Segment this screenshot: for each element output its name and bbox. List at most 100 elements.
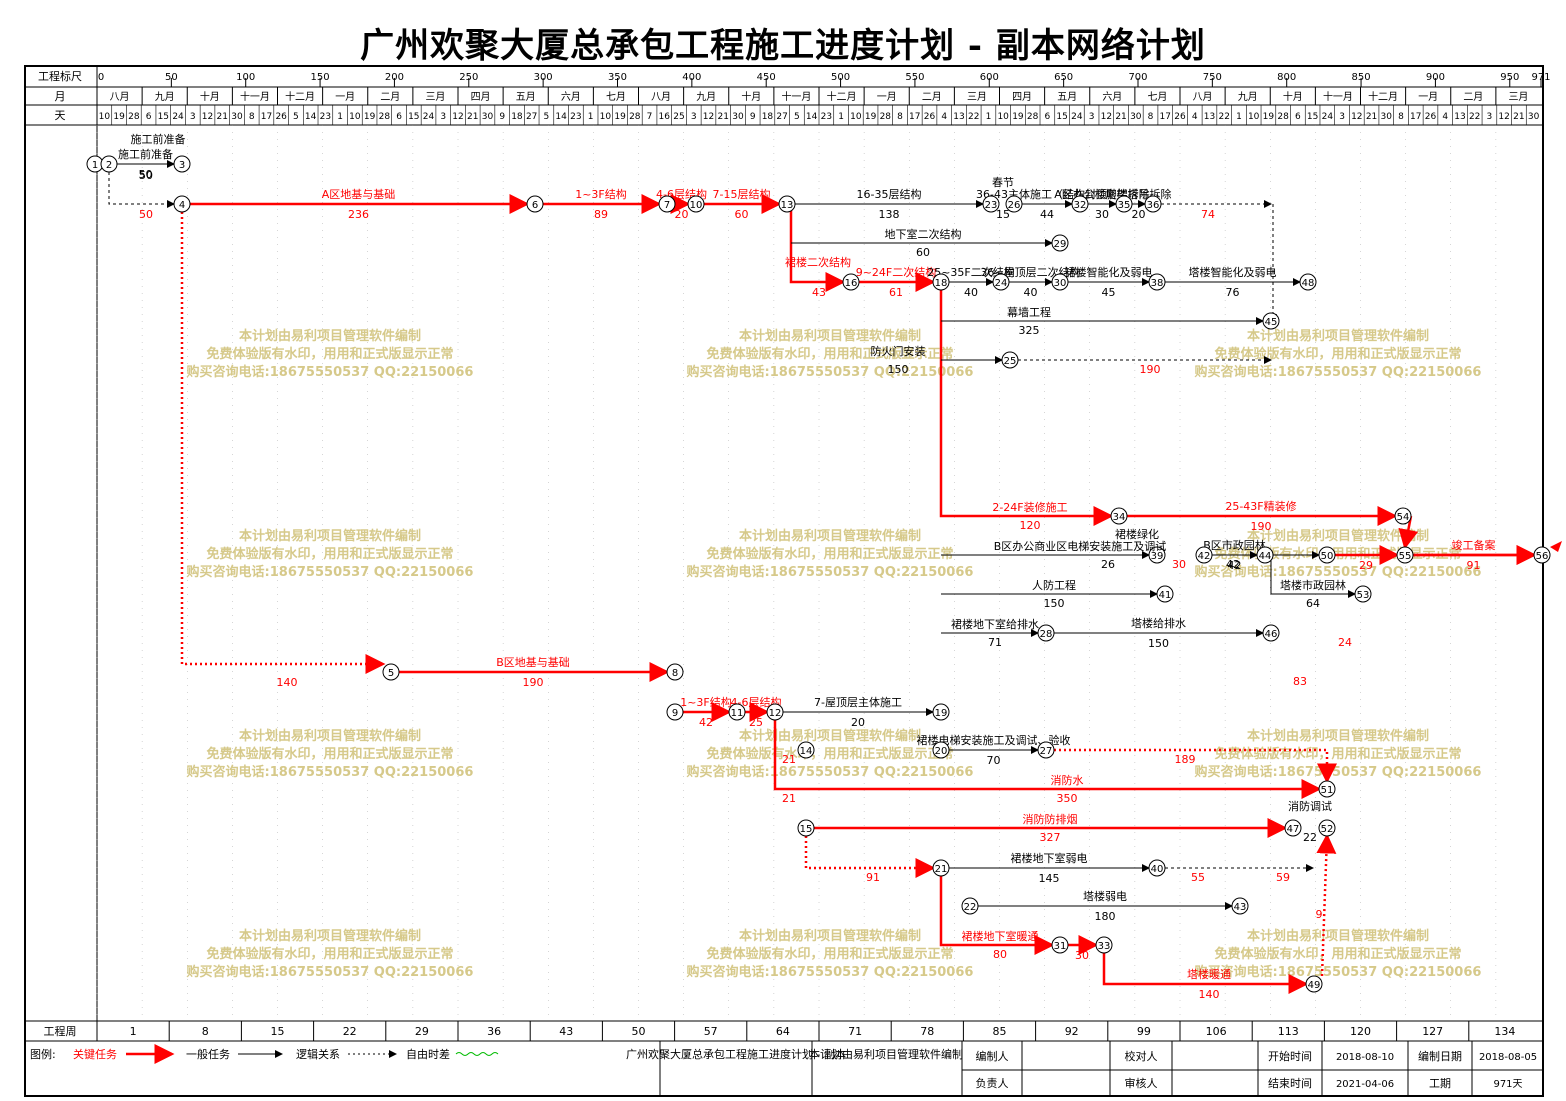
watermark-text: 购买咨询电话:18675550537 QQ:22150066	[1195, 964, 1482, 980]
legend-normal-text: 一般任务	[186, 1048, 230, 1061]
node-36	[1144, 195, 1162, 213]
link-duration: 20	[1132, 208, 1146, 221]
day-label-cell: 6	[146, 112, 152, 122]
day-label-cell: 19	[364, 112, 376, 122]
link-connector	[939, 876, 1055, 955]
annotation-label: 消防防排烟	[1023, 812, 1078, 826]
month-label-cell: 十月	[741, 90, 761, 103]
node-46	[1262, 624, 1280, 642]
annotation-label: 裙楼地下室暖通	[962, 929, 1039, 943]
label-layer: 施工前准备5050140地下室二次结构60裙楼二次结构43幕墙工程325防火门安…	[131, 132, 1562, 961]
scale-tick-label: 350	[608, 72, 627, 83]
week-cell: 50	[632, 1025, 646, 1038]
node-51	[1318, 780, 1336, 798]
link-label: B区地基与基础	[496, 656, 570, 669]
annotation-label: 裙楼二次结构	[785, 255, 851, 269]
day-label-cell: 3	[691, 112, 697, 122]
node-number: 38	[1151, 278, 1164, 289]
scale-tick-label: 850	[1352, 72, 1371, 83]
link-label: 1~3F结构	[680, 695, 732, 709]
watermark-text: 购买咨询电话:18675550537 QQ:22150066	[687, 564, 974, 580]
annotation-label: 150	[1044, 597, 1065, 610]
legend-free-line	[455, 1052, 499, 1056]
day-label-cell: 21	[1366, 112, 1377, 122]
month-label-cell: 三月	[425, 91, 445, 103]
month-label-cell: 一月	[335, 91, 355, 103]
day-label-cell: 12	[1101, 112, 1112, 122]
link-connector	[1398, 515, 1419, 550]
node-27	[1037, 741, 1055, 759]
month-label-cell: 六月	[1102, 91, 1122, 103]
node-29	[1051, 234, 1069, 252]
day-label-cell: 21	[717, 112, 728, 122]
month-label-cell: 五月	[516, 91, 536, 103]
node-15	[797, 819, 815, 837]
day-label-cell: 3	[190, 112, 196, 122]
day-label-cell: 13	[1204, 112, 1215, 122]
day-label-cell: 30	[1130, 112, 1142, 122]
node-number: 44	[1259, 551, 1272, 562]
link-duration: 40	[964, 286, 978, 299]
day-label-cell: 28	[1277, 112, 1289, 122]
node-number: 5	[388, 668, 394, 679]
day-label-cell: 21	[1513, 112, 1524, 122]
link-duration: 138	[879, 208, 900, 221]
node-number: 26	[1008, 200, 1021, 211]
node-22	[961, 897, 979, 915]
node-3	[173, 155, 191, 173]
node-5	[382, 663, 400, 681]
month-label: 月	[55, 90, 66, 103]
link-duration: 89	[594, 208, 608, 221]
day-label-cell: 4	[941, 112, 947, 122]
day-label-cell: 21	[467, 112, 478, 122]
info-checker-label: 校对人	[1125, 1049, 1158, 1063]
day-label-cell: 18	[511, 112, 523, 122]
link-connector	[773, 720, 1322, 799]
info-start: 2018-08-10	[1336, 1052, 1394, 1063]
week-cell: 64	[776, 1025, 790, 1038]
day-label-cell: 1	[986, 112, 992, 122]
link-duration: 60	[735, 208, 749, 221]
week-cell: 120	[1350, 1025, 1371, 1038]
annotation-label: 43	[812, 286, 826, 299]
day-label-cell: 22	[1218, 112, 1229, 122]
day-label-cell: 22	[968, 112, 979, 122]
day-label-cell: 16	[659, 112, 671, 122]
node-30	[1051, 273, 1069, 291]
month-label-cell: 十一月	[781, 90, 811, 103]
node-50	[1318, 546, 1336, 564]
node-2	[100, 155, 118, 173]
annotation-label: 91	[866, 871, 880, 884]
day-label-cell: 30	[482, 112, 494, 122]
node-21	[932, 859, 950, 877]
link-duration: 150	[1148, 637, 1169, 650]
week-cell: 15	[271, 1025, 285, 1038]
link-duration: 180	[1095, 910, 1116, 923]
legend-label: 图例:	[30, 1047, 56, 1061]
node-number: 2	[106, 160, 112, 171]
node-44	[1256, 546, 1274, 564]
link-duration: 30	[1095, 208, 1109, 221]
day-label-cell: 10	[99, 112, 111, 122]
link-label: 裙楼地下室弱电	[1011, 851, 1088, 865]
node-47	[1284, 819, 1302, 837]
day-label-cell: 10	[850, 112, 862, 122]
day-label-cell: 17	[909, 112, 920, 122]
node-9	[666, 703, 684, 721]
watermark-text: 本计划由易利项目管理软件编制	[239, 328, 421, 344]
day-label-cell: 4	[1442, 112, 1448, 122]
node-number: 48	[1302, 278, 1315, 289]
node-19	[932, 703, 950, 721]
day-label-cell: 19	[1263, 112, 1275, 122]
scale-tick-label: 650	[1054, 72, 1073, 83]
link-duration: 70	[987, 754, 1001, 767]
node-number: 3	[179, 160, 185, 171]
node-34	[1110, 507, 1128, 525]
month-label-cell: 十二月	[285, 90, 315, 103]
watermark-text: 免费体验版有水印，用用和正式版显示正常	[706, 346, 953, 362]
month-label-cell: 八月	[1193, 91, 1213, 103]
day-label-cell: 28	[1027, 112, 1039, 122]
link-connector	[1054, 748, 1337, 784]
annotation-label: 24	[1338, 636, 1352, 649]
node-number: 6	[532, 200, 538, 211]
